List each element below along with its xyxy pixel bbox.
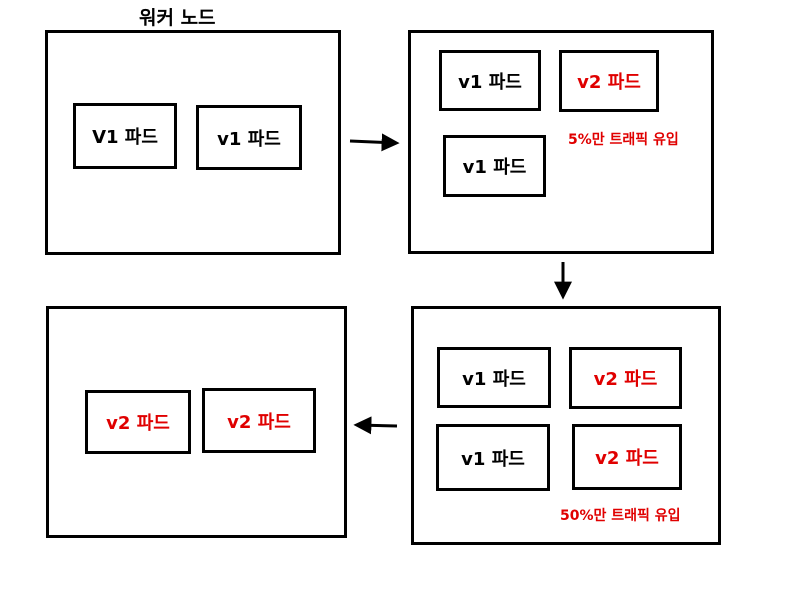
pod-v2: v2 파드 [569,347,682,409]
pod-v1: v1 파드 [439,50,541,111]
traffic-label-50-percent: 50%만 트래픽 유입 [560,508,681,524]
arrow-left [353,416,398,435]
pod-v2: v2 파드 [85,390,191,454]
pod-v2: v2 파드 [572,424,682,490]
arrow-right [349,133,400,152]
diagram-title: 워커 노드 [139,7,216,29]
traffic-label-5-percent: 5%만 트래픽 유입 [568,132,679,148]
pod-v1: V1 파드 [73,103,177,169]
pod-v2: v2 파드 [202,388,316,453]
pod-v1: v1 파드 [436,424,550,491]
pod-v2: v2 파드 [559,50,659,112]
pod-v1: v1 파드 [196,105,302,170]
pod-v1: v1 파드 [443,135,546,197]
pod-v1: v1 파드 [437,347,551,408]
